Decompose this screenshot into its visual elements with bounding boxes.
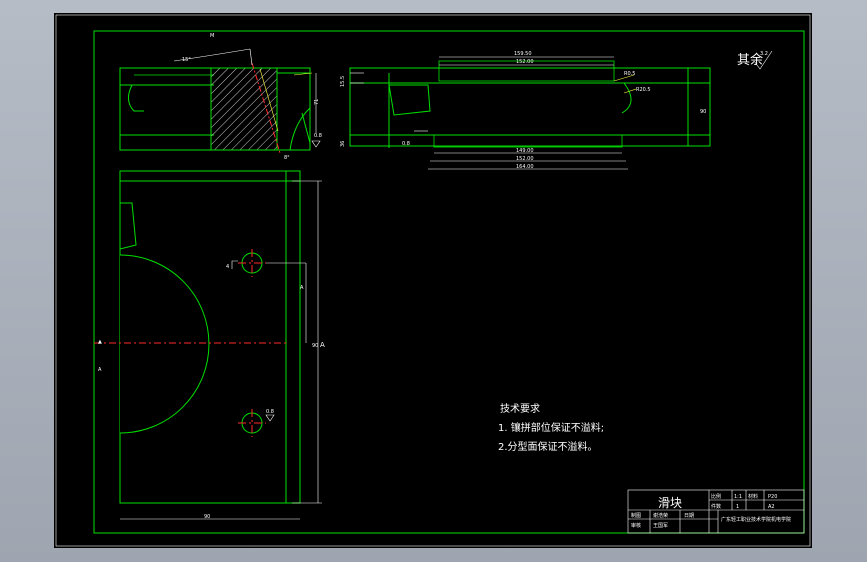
svg-text:159.50: 159.50 [514, 51, 532, 57]
svg-text:0.8: 0.8 [402, 141, 410, 147]
svg-text:A: A [300, 285, 304, 291]
svg-text:▲: ▲ [98, 339, 102, 345]
svg-text:A: A [320, 341, 325, 349]
tech-item-1: 1. 镶拼部位保证不溢料; [498, 421, 604, 434]
school-name: 广东轻工职业技术学院机电学院 [721, 516, 791, 523]
svg-text:71: 71 [314, 99, 320, 105]
title-block: 滑块 比例 1:1 材料 P20 件数 1 A2 制图 谢浩荣 日期 审核 王国… [627, 489, 805, 534]
svg-text:审核: 审核 [631, 522, 641, 529]
svg-text:3.2: 3.2 [760, 51, 768, 57]
svg-text:90: 90 [312, 343, 318, 349]
svg-text:件数: 件数 [711, 503, 721, 510]
svg-text:材料: 材料 [748, 493, 758, 500]
svg-text:A2: A2 [768, 504, 775, 510]
svg-text:制图: 制图 [631, 512, 641, 519]
svg-text:152.00: 152.00 [516, 59, 534, 65]
plan-view: A 90 A 90 4 A ▲ 0.8 [94, 170, 325, 520]
svg-text:90: 90 [700, 109, 706, 115]
cad-drawing-canvas: 15° M 71 0.8 8° 15.5 36 159.50 152.00 14… [54, 13, 812, 548]
svg-text:王国军: 王国军 [653, 523, 668, 529]
svg-text:36: 36 [340, 141, 346, 147]
front-view: 15.5 36 159.50 152.00 149.00 152.00 164.… [340, 51, 711, 170]
svg-text:164.00: 164.00 [516, 164, 534, 170]
svg-text:1:1: 1:1 [734, 494, 742, 500]
svg-text:4: 4 [226, 264, 229, 270]
tech-item-2: 2.分型面保证不溢料。 [498, 440, 598, 453]
svg-text:15.5: 15.5 [340, 76, 346, 87]
svg-text:日期: 日期 [684, 513, 694, 519]
svg-text:152.00: 152.00 [516, 156, 534, 162]
svg-text:0.8: 0.8 [266, 409, 274, 415]
svg-text:90: 90 [204, 514, 210, 520]
svg-text:0.8: 0.8 [314, 133, 322, 139]
angle-dim: 15° [182, 57, 191, 63]
outer-border [55, 14, 811, 547]
tech-title: 技术要求 [500, 402, 540, 415]
svg-text:R20.5: R20.5 [636, 87, 651, 93]
svg-text:谢浩荣: 谢浩荣 [653, 512, 668, 519]
svg-text:149.00: 149.00 [516, 148, 534, 154]
svg-text:8°: 8° [284, 155, 290, 161]
svg-text:R0.5: R0.5 [624, 71, 635, 77]
inner-border [93, 30, 805, 534]
svg-text:A: A [98, 367, 102, 373]
svg-text:比例: 比例 [711, 493, 721, 500]
drawing-svg: 15° M 71 0.8 8° 15.5 36 159.50 152.00 14… [55, 14, 811, 547]
svg-text:P20: P20 [768, 494, 777, 500]
svg-text:1: 1 [736, 504, 739, 510]
section-view: 15° M 71 0.8 8° [119, 33, 322, 161]
part-name: 滑块 [658, 496, 682, 510]
svg-text:M: M [210, 33, 214, 39]
